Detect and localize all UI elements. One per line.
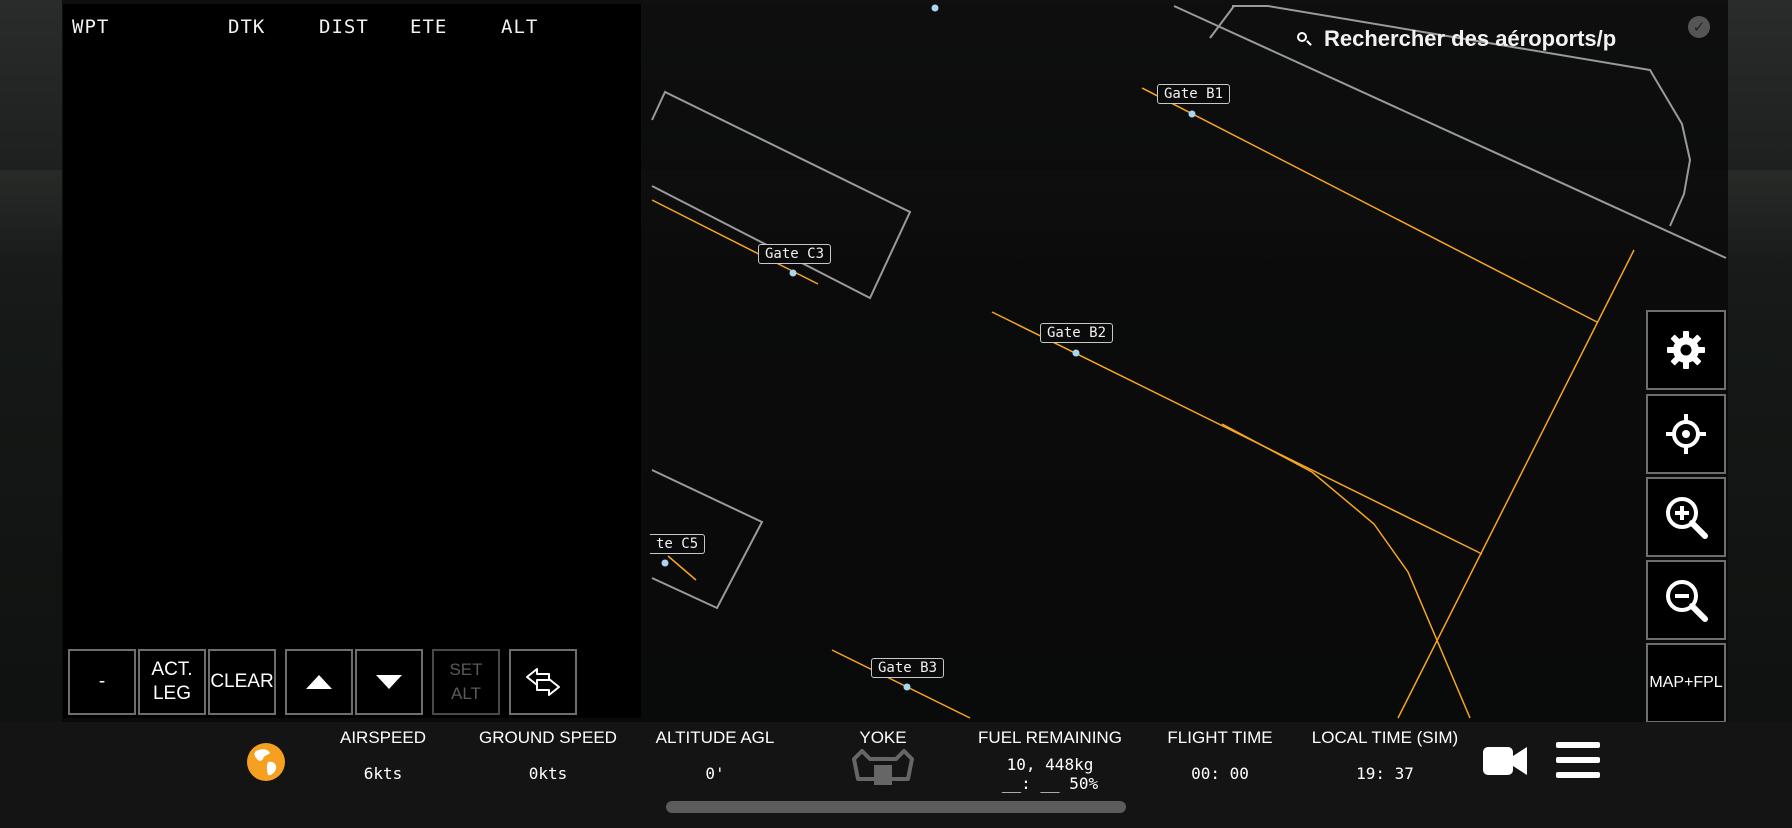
flight-time-label: FLIGHT TIME bbox=[1167, 728, 1273, 747]
gate-dot bbox=[661, 559, 669, 567]
gate-label-c5[interactable]: te C5 bbox=[650, 534, 706, 554]
center-on-aircraft-button[interactable] bbox=[1646, 394, 1726, 474]
ground-speed-label: GROUND SPEED bbox=[479, 728, 617, 747]
airspeed-value: 6kts bbox=[363, 764, 403, 783]
set-alt-label: SET ALT bbox=[449, 660, 483, 703]
move-up-button[interactable] bbox=[285, 649, 353, 715]
flight-plan-panel: WPT DTK DIST ETE ALT bbox=[63, 4, 641, 718]
altitude-agl-label: ALTITUDE AGL bbox=[655, 728, 775, 747]
menu-button[interactable] bbox=[1555, 740, 1601, 780]
gate-label-b1[interactable]: Gate B1 bbox=[1157, 84, 1231, 104]
reverse-plan-button[interactable] bbox=[509, 649, 577, 715]
route-line bbox=[1221, 423, 1471, 719]
video-camera-icon bbox=[1483, 747, 1527, 775]
route-line bbox=[1397, 249, 1635, 719]
horizontal-scrollbar[interactable] bbox=[666, 801, 1126, 813]
local-time-value: 19: 37 bbox=[1356, 764, 1414, 783]
altitude-agl-value: 0' bbox=[705, 764, 725, 783]
gate-boundary bbox=[651, 469, 764, 610]
route-line bbox=[1141, 87, 1598, 323]
map-canvas[interactable] bbox=[62, 0, 1728, 722]
zoom-out-button[interactable] bbox=[1646, 560, 1726, 640]
chevron-down-icon bbox=[376, 675, 402, 689]
route-line bbox=[991, 311, 1483, 555]
zoom-in-button[interactable] bbox=[1646, 477, 1726, 557]
zoom-out-icon bbox=[1666, 580, 1708, 622]
column-header-dtk: DTK bbox=[228, 16, 266, 38]
route-line bbox=[831, 649, 971, 719]
gate-dot bbox=[789, 269, 797, 277]
fuel-percent: __: __ 50% bbox=[1001, 774, 1099, 793]
globe-icon bbox=[247, 743, 285, 781]
remove-label: - bbox=[98, 671, 106, 692]
act-leg-label-line2: LEG bbox=[152, 683, 192, 704]
globe-button[interactable] bbox=[246, 742, 286, 782]
flight-time-value: 00: 00 bbox=[1191, 764, 1249, 783]
map-fpl-label: MAP+FPL bbox=[1649, 674, 1723, 691]
fuel-remaining-value: 10, 448kg bbox=[1006, 755, 1094, 774]
gate-dot bbox=[1072, 349, 1080, 357]
yoke-icon bbox=[852, 749, 914, 785]
search-icon[interactable] bbox=[1297, 32, 1307, 42]
hamburger-menu-icon bbox=[1556, 742, 1600, 778]
act-leg-label-line1: ACT. bbox=[151, 659, 193, 680]
gate-boundary bbox=[651, 90, 912, 300]
column-header-dist: DIST bbox=[319, 16, 369, 38]
zoom-in-icon bbox=[1666, 497, 1708, 539]
clear-button[interactable]: CLEAR bbox=[208, 649, 276, 715]
route-line bbox=[651, 199, 819, 285]
gate-dot bbox=[1188, 110, 1196, 118]
check-icon[interactable]: ✓ bbox=[1688, 16, 1710, 38]
terminal-boundary bbox=[1209, 5, 1235, 39]
gear-icon bbox=[1667, 331, 1705, 369]
set-alt-button[interactable]: SET ALT bbox=[432, 649, 500, 715]
airspeed-label: AIRSPEED bbox=[340, 728, 426, 747]
airport-search-input[interactable]: Rechercher des aéroports/p bbox=[1324, 26, 1617, 51]
column-header-alt: ALT bbox=[501, 16, 539, 38]
local-time-label: LOCAL TIME (SIM) bbox=[1311, 728, 1459, 747]
gate-dot bbox=[931, 4, 939, 12]
reverse-arrows-icon bbox=[526, 668, 560, 696]
yoke-button[interactable] bbox=[850, 745, 916, 787]
chevron-up-icon bbox=[306, 675, 332, 689]
crosshair-icon bbox=[1666, 414, 1706, 454]
yoke-label: YOKE bbox=[859, 728, 907, 747]
route-line bbox=[667, 555, 697, 581]
remove-waypoint-button[interactable]: - bbox=[68, 649, 136, 715]
ground-speed-value: 0kts bbox=[528, 764, 568, 783]
terminal-boundary bbox=[1232, 5, 1692, 227]
fuel-remaining-label: FUEL REMAINING bbox=[978, 728, 1122, 747]
gate-label-b3[interactable]: Gate B3 bbox=[871, 658, 945, 678]
gate-label-b2[interactable]: Gate B2 bbox=[1040, 323, 1114, 343]
settings-button[interactable] bbox=[1646, 310, 1726, 390]
gate-dot bbox=[903, 683, 911, 691]
waypoint-list[interactable] bbox=[63, 48, 641, 643]
column-header-ete: ETE bbox=[410, 16, 448, 38]
move-down-button[interactable] bbox=[355, 649, 423, 715]
activate-leg-button[interactable]: ACT. LEG bbox=[138, 649, 206, 715]
terminal-boundary bbox=[1173, 5, 1727, 259]
gate-label-c3[interactable]: Gate C3 bbox=[758, 244, 832, 264]
column-header-wpt: WPT bbox=[72, 16, 110, 38]
clear-label: CLEAR bbox=[210, 671, 274, 692]
map-fpl-toggle-button[interactable]: MAP+FPL bbox=[1646, 643, 1726, 723]
camera-button[interactable] bbox=[1482, 742, 1528, 780]
